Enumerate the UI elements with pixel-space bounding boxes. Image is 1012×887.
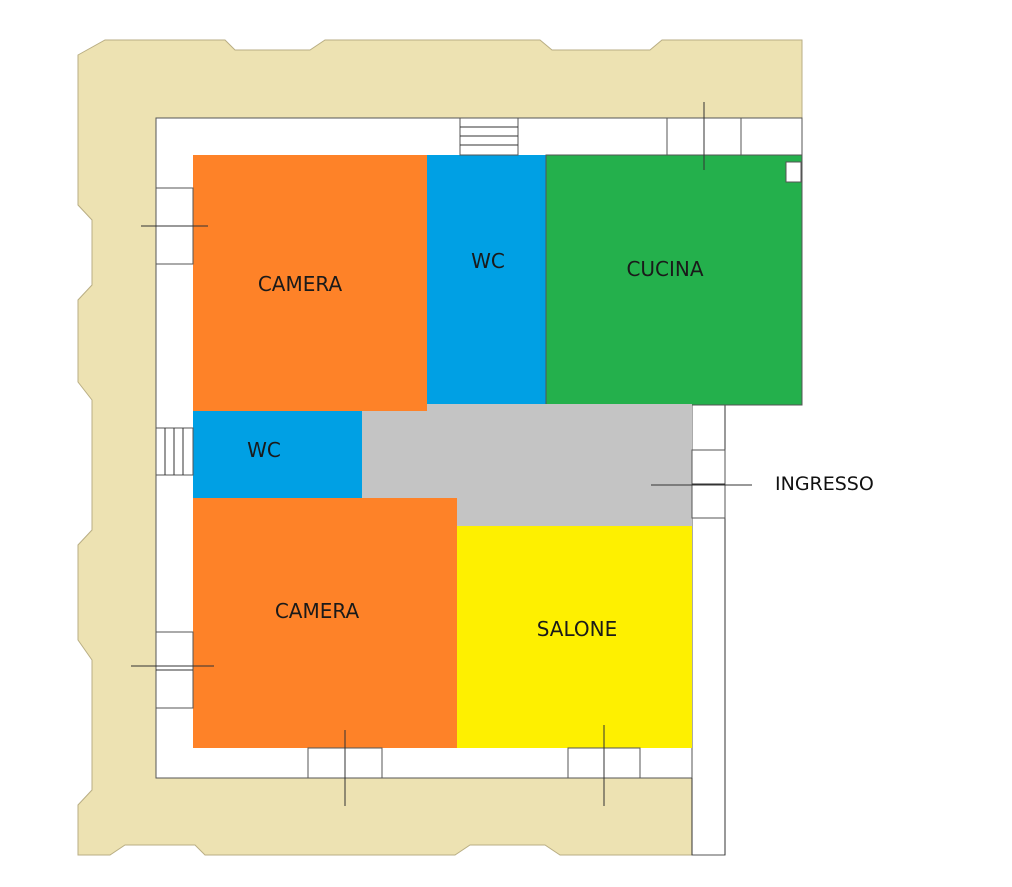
- window-top-cucina: [666, 102, 742, 170]
- window-left-wc: [155, 427, 194, 476]
- window-bottom-salone: [567, 725, 641, 806]
- door-ingresso: [651, 449, 752, 519]
- label-camera-bottom: CAMERA: [275, 599, 360, 623]
- room-salone: [457, 526, 692, 748]
- room-cucina: [545, 154, 803, 406]
- window-top-wc: [459, 117, 519, 156]
- room-camera-top: [193, 155, 427, 411]
- label-cucina: CUCINA: [626, 257, 703, 281]
- label-wc-top: WC: [471, 249, 505, 273]
- room-camera-bottom: [193, 498, 457, 748]
- room-wc-left: [193, 411, 362, 498]
- window-left-camera-bottom: [131, 631, 214, 709]
- window-left-camera-top: [141, 187, 208, 265]
- room-ingresso: [362, 404, 692, 526]
- cucina-corner-detail: [785, 161, 802, 183]
- terrace: [77, 39, 803, 856]
- label-camera-top: CAMERA: [258, 272, 343, 296]
- room-wc-top: [427, 155, 546, 404]
- label-ingresso: INGRESSO: [775, 473, 874, 495]
- label-salone: SALONE: [537, 617, 618, 641]
- window-bottom-camera: [307, 730, 383, 806]
- label-wc-left: WC: [247, 438, 281, 462]
